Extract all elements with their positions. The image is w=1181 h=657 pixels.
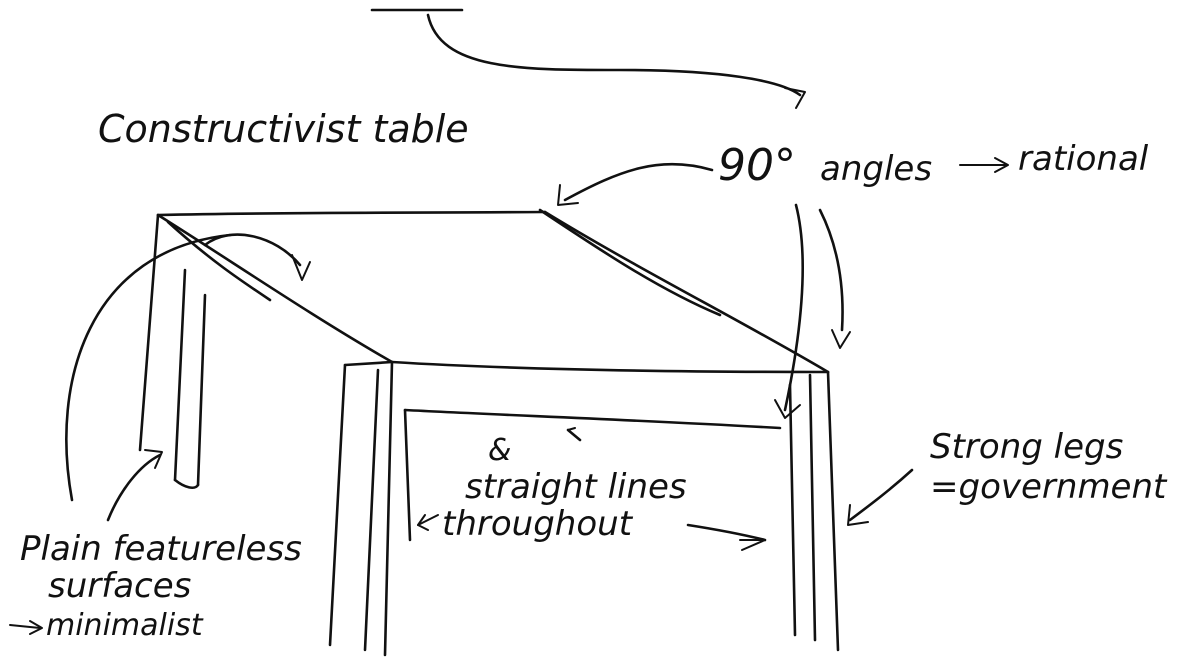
arrows-90-to-right-corner: [774, 203, 851, 419]
arrow-90-to-top-edge: [557, 162, 714, 206]
label-straight-lines: straight lines: [465, 467, 687, 507]
table-apron: [403, 408, 782, 542]
label-surfaces: surfaces: [48, 566, 191, 606]
arrow-strong-legs: [847, 468, 914, 526]
table-top: [156, 208, 830, 374]
label-minimalist: minimalist: [46, 608, 204, 643]
label-throughout: throughout: [442, 504, 634, 544]
label-rational: rational: [1018, 139, 1149, 179]
label-strong-legs: Strong legs: [930, 427, 1123, 467]
diagram-title: Constructivist table: [98, 107, 469, 151]
arrows-plain-to-legs: [65, 233, 232, 522]
arrow-top-to-90: [426, 13, 806, 109]
arrow-to-apron: [566, 427, 582, 442]
label-90-degrees: 90°: [718, 140, 796, 191]
arrow-top-left-corner: [203, 233, 311, 281]
label-angles: angles: [820, 149, 932, 189]
label-plain-featureless: Plain featureless: [20, 529, 302, 569]
arrow-to-left-leg: [417, 514, 439, 531]
label-government: =government: [930, 467, 1168, 507]
arrow-to-right-leg: [686, 523, 767, 551]
table-leg-front-left: [328, 360, 394, 657]
label-ampersand: &: [488, 433, 511, 468]
arrow-to-rational: [959, 157, 1009, 173]
table-leg-front-right: [788, 370, 840, 652]
table-leg-back-left: [138, 213, 207, 490]
arrow-to-minimalist: [9, 620, 43, 635]
